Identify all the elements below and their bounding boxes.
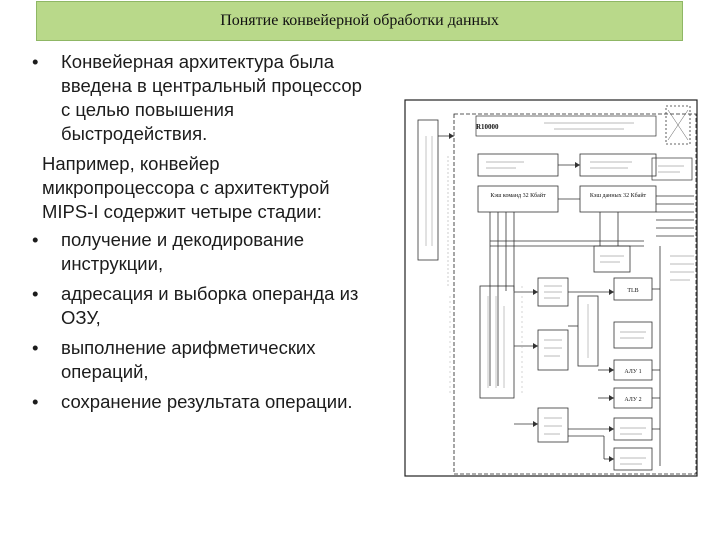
processor-block-diagram: R10000 Кэш команд 32 Кбайт Кэш данных 32…	[404, 99, 698, 477]
fp-adder	[613, 417, 653, 441]
instruction-cache	[477, 185, 559, 213]
bus-interface-box	[475, 115, 657, 137]
list-item-text: адресация и выборка операнда из ОЗУ,	[61, 283, 359, 328]
bullet-marker: •	[32, 229, 39, 250]
list-item-text: Конвейерная архитектура была введена в ц…	[61, 51, 362, 144]
list-item-text: Например, конвейер микропроцессора с арх…	[42, 153, 330, 222]
tlb-label: TLB	[627, 288, 638, 294]
list-item-text: выполнение арифметических операций,	[61, 337, 316, 382]
external-cache-interface	[417, 119, 439, 261]
instruction-cache-label: Кэш команд 32 Кбайт	[490, 192, 546, 199]
secondary-cache-controller	[477, 153, 559, 177]
branch-unit	[593, 245, 631, 273]
fp-queue-box	[537, 407, 569, 443]
list-item: Например, конвейер микропроцессора с арх…	[30, 152, 375, 224]
list-item: • получение и декодирование инструкции,	[30, 228, 375, 276]
fp-multiplier	[613, 447, 653, 471]
diagram-frame	[404, 99, 698, 477]
chip-label: R10000	[476, 123, 499, 131]
system-controller	[579, 153, 657, 177]
alu-2-label: АЛУ 2	[624, 397, 641, 403]
instruction-decode-unit	[479, 285, 515, 399]
address-calc-unit	[613, 321, 653, 349]
alu-1-label: АЛУ 1	[624, 369, 641, 375]
bullet-marker: •	[32, 283, 39, 304]
bullet-marker: •	[32, 337, 39, 358]
data-cache-label: Кэш данных 32 Кбайт	[590, 192, 647, 199]
bullet-list: • Конвейерная архитектура была введена в…	[30, 50, 375, 420]
list-item-text: сохранение результата операции.	[61, 391, 353, 412]
list-item: • адресация и выборка операнда из ОЗУ,	[30, 282, 375, 330]
register-file	[577, 295, 599, 367]
list-item: • выполнение арифметических операций,	[30, 336, 375, 384]
bullet-marker: •	[32, 51, 39, 72]
bullet-marker: •	[32, 391, 39, 412]
data-cache	[579, 185, 657, 213]
address-queue-box	[537, 329, 569, 371]
list-item: • Конвейерная архитектура была введена в…	[30, 50, 375, 146]
cross-box	[665, 105, 691, 145]
slide-title-bar: Понятие конвейерной обработки данных	[36, 1, 683, 41]
slide-title: Понятие конвейерной обработки данных	[220, 12, 499, 29]
chip-boundary	[453, 113, 697, 475]
list-item: • сохранение результата операции.	[30, 390, 375, 414]
address-box	[651, 157, 693, 181]
list-item-text: получение и декодирование инструкции,	[61, 229, 305, 274]
